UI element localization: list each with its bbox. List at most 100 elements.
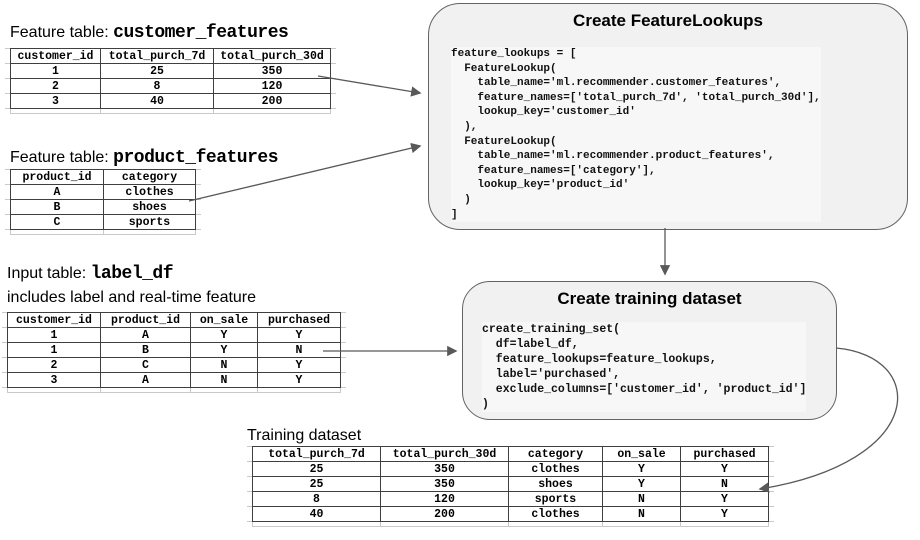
table-cell: N <box>602 491 681 507</box>
table-cell: 25 <box>252 476 381 492</box>
table-cell: Y <box>602 476 681 492</box>
table-cell: Y <box>257 372 341 388</box>
table-cell: clothes <box>103 184 196 200</box>
table-cell: 120 <box>380 491 509 507</box>
table-cell: clothes <box>508 506 603 522</box>
column-header: total_purch_7d <box>100 48 214 64</box>
customer-features-title-prefix: Feature table: <box>10 24 114 41</box>
table-cell: sports <box>508 491 603 507</box>
product-features-title: Feature table: product_features <box>10 148 278 168</box>
ghost-cell <box>103 229 196 235</box>
table-cell: 25 <box>252 461 381 477</box>
table-cell: 200 <box>380 506 509 522</box>
table-cell: 3 <box>10 93 101 109</box>
table-cell: clothes <box>508 461 603 477</box>
table-cell: 40 <box>100 93 214 109</box>
ghost-row <box>252 521 769 527</box>
table-cell: C <box>100 357 191 373</box>
table-cell: A <box>10 184 104 200</box>
column-header: purchased <box>257 312 341 328</box>
ghost-cell <box>508 521 603 527</box>
column-header: on_sale <box>190 312 258 328</box>
table-cell: Y <box>257 357 341 373</box>
column-header: total_purch_30d <box>213 48 331 64</box>
ghost-cell <box>100 387 191 393</box>
table-cell: Y <box>680 491 769 507</box>
table-cell: 350 <box>380 476 509 492</box>
table-cell: Y <box>257 327 341 343</box>
ghost-cell <box>680 521 769 527</box>
table-cell: 200 <box>213 93 331 109</box>
product-features-title-name: product_features <box>113 148 278 168</box>
ghost-cell <box>252 521 381 527</box>
table-cell: N <box>190 372 258 388</box>
ghost-cell <box>257 387 341 393</box>
table-cell: shoes <box>103 199 196 215</box>
ghost-cell <box>10 229 104 235</box>
ghost-cell <box>10 108 101 114</box>
table-cell: N <box>602 506 681 522</box>
table-cell: 1 <box>7 342 101 358</box>
table-cell: A <box>100 372 191 388</box>
table-cell: N <box>257 342 341 358</box>
table-cell: Y <box>680 461 769 477</box>
ghost-cell <box>190 387 258 393</box>
column-header: customer_id <box>7 312 101 328</box>
ghost-row <box>7 387 341 393</box>
table-cell: B <box>100 342 191 358</box>
table-cell: B <box>10 199 104 215</box>
table-cell: 1 <box>7 327 101 343</box>
label-df-title-prefix: Input table: <box>7 265 91 282</box>
create-training-dataset-box: Create training dataset create_training_… <box>462 281 837 420</box>
table-cell: N <box>680 476 769 492</box>
table-cell: 350 <box>213 63 331 79</box>
customer-features-title-name: customer_features <box>113 23 289 43</box>
create-featurelookups-box: Create FeatureLookups feature_lookups = … <box>428 3 908 230</box>
table-cell: 8 <box>252 491 381 507</box>
column-header: total_purch_7d <box>252 446 381 462</box>
ghost-cell <box>602 521 681 527</box>
column-header: customer_id <box>10 48 101 64</box>
table-cell: 120 <box>213 78 331 94</box>
ghost-cell <box>380 521 509 527</box>
column-header: product_id <box>100 312 191 328</box>
table-cell: 350 <box>380 461 509 477</box>
ghost-cell <box>213 108 331 114</box>
training-set-code: create_training_set( df=label_df, featur… <box>482 322 807 412</box>
column-header: purchased <box>680 446 769 462</box>
table-cell: 40 <box>252 506 381 522</box>
ghost-row <box>10 108 331 114</box>
table-cell: 1 <box>10 63 101 79</box>
table-cell: 2 <box>10 78 101 94</box>
table-cell: 3 <box>7 372 101 388</box>
table-cell: Y <box>602 461 681 477</box>
column-header: category <box>103 169 196 185</box>
label-df-subtitle: includes label and real-time feature <box>7 289 257 306</box>
column-header: category <box>508 446 603 462</box>
table-cell: C <box>10 214 104 230</box>
table-cell: 8 <box>100 78 214 94</box>
product-features-title-prefix: Feature table: <box>10 149 114 166</box>
